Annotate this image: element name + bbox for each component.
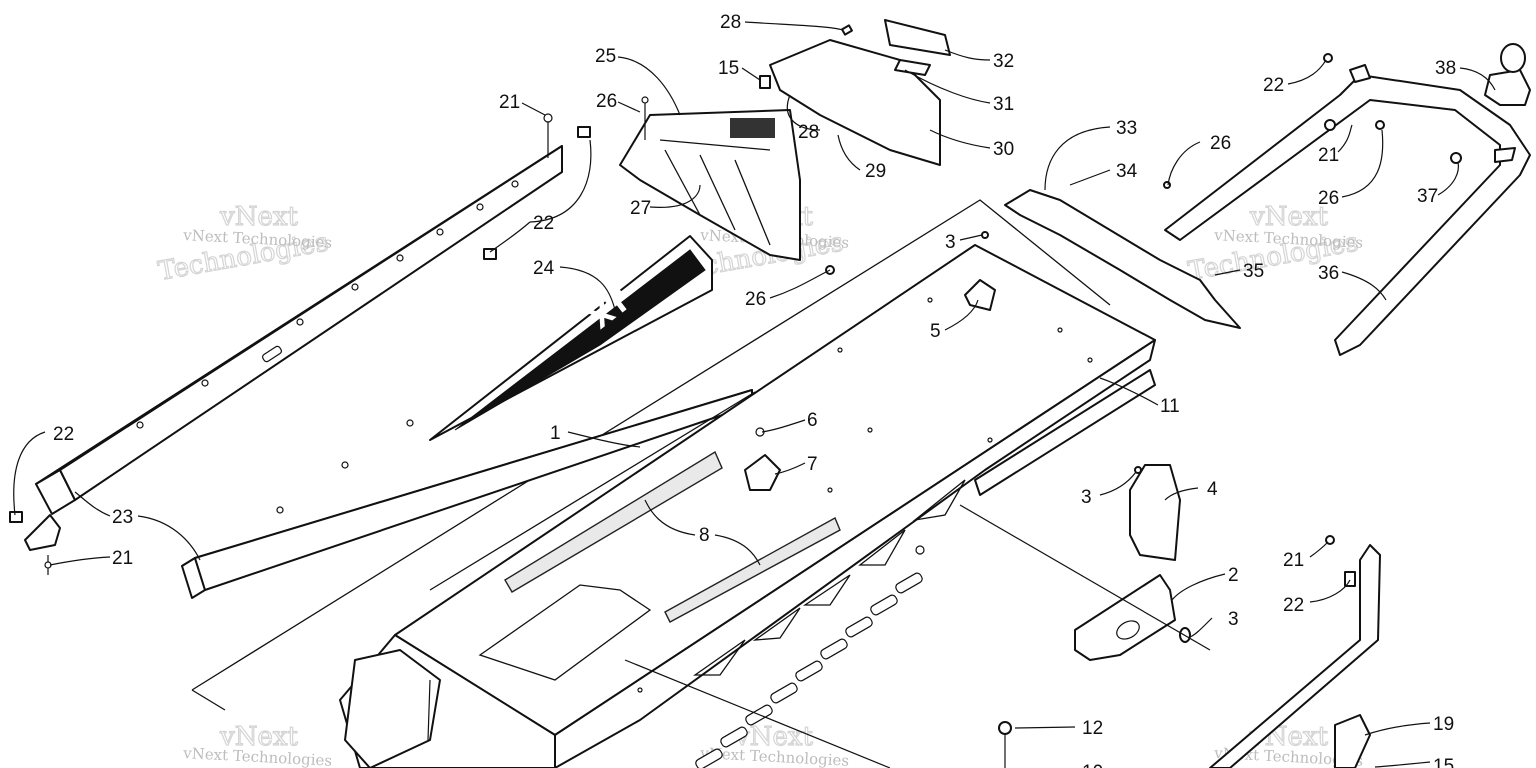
leader-lines [13, 21, 1496, 768]
callout-21: 21 [1318, 145, 1339, 166]
side-rail-strip [974, 369, 1156, 496]
callout-24: 24 [533, 258, 555, 279]
callout-33: 33 [1116, 118, 1137, 139]
callout-36: 36 [1318, 263, 1339, 284]
svg-text:vNext: vNext [219, 722, 298, 752]
callout-22: 22 [1283, 595, 1304, 616]
console-cover [619, 109, 801, 261]
callout-22: 22 [533, 213, 554, 234]
callout-7: 7 [807, 454, 818, 475]
callout-6: 6 [807, 410, 818, 431]
svg-text:vNext: vNext [219, 202, 298, 232]
callout-12: 12 [1082, 718, 1103, 739]
callout-3: 3 [1081, 487, 1092, 508]
front-bracket [344, 649, 441, 768]
callout-21: 21 [499, 92, 520, 113]
mount-bracket-lower [1074, 574, 1176, 661]
callout-19: 19 [1433, 714, 1454, 735]
callout-26: 26 [596, 91, 617, 112]
callout-5: 5 [930, 321, 941, 342]
seat-bracket [769, 19, 951, 166]
callout-1: 1 [550, 423, 561, 444]
callout-22: 22 [1263, 75, 1284, 96]
rear-flap-piece [1004, 189, 1241, 329]
callout-25: 25 [595, 46, 616, 67]
callout-32: 32 [993, 51, 1014, 72]
callout-30: 30 [993, 139, 1014, 160]
callout-35: 35 [1243, 261, 1264, 282]
callout-37: 37 [1417, 186, 1438, 207]
handle-ring [1484, 43, 1531, 106]
callout-28: 28 [798, 122, 819, 143]
callout-26: 26 [745, 289, 766, 310]
lower-left-rail [181, 389, 753, 599]
callout-26: 26 [1210, 133, 1231, 154]
callout-26: 26 [1318, 188, 1339, 209]
callout-11: 11 [1160, 396, 1180, 417]
callout-21: 21 [112, 548, 133, 569]
callout-23: 23 [112, 507, 133, 528]
watermark-bottom-center: vNext vNext Technologies [699, 721, 850, 768]
callout-21: 21 [1283, 550, 1304, 571]
tunnel-vent-slots [695, 572, 923, 768]
callout-3: 3 [1228, 609, 1239, 630]
watermark-bottom-left: vNext vNext Technologies [182, 721, 333, 768]
assembly-outline [191, 199, 1111, 711]
rear-bumper [1164, 64, 1531, 356]
svg-text:vNext: vNext [1249, 202, 1328, 232]
callout-34: 34 [1116, 161, 1138, 182]
svg-text:vNext Technologies: vNext Technologies [182, 744, 333, 768]
graphic-decal: XT [429, 235, 713, 441]
callout-15: 15 [1433, 756, 1454, 768]
watermark-top-right: vNext Technologies vNext Technologies [1185, 201, 1363, 287]
callout-31: 31 [993, 94, 1014, 115]
callout-labels: 28 32 15 25 31 26 21 28 30 29 27 22 24 2… [53, 12, 1456, 768]
tunnel [339, 244, 1156, 768]
svg-text:vNext: vNext [734, 722, 813, 752]
callout-2: 2 [1228, 565, 1239, 586]
watermark-top-left: vNext Technologies vNext Technologies [155, 201, 332, 287]
left-rail [35, 145, 563, 515]
callout-28: 28 [720, 12, 741, 33]
mount-bracket-upper [1129, 464, 1181, 561]
callout-29: 29 [865, 161, 886, 182]
callout-22: 22 [53, 424, 74, 445]
callout-15: 15 [718, 58, 739, 79]
callout-38: 38 [1435, 58, 1456, 79]
callout-3: 3 [945, 232, 956, 253]
lower-right-bar [1209, 544, 1381, 768]
callout-4: 4 [1207, 479, 1218, 500]
callout-8: 8 [699, 525, 710, 546]
callout-10: 10 [1082, 762, 1103, 768]
callout-27: 27 [630, 198, 651, 219]
